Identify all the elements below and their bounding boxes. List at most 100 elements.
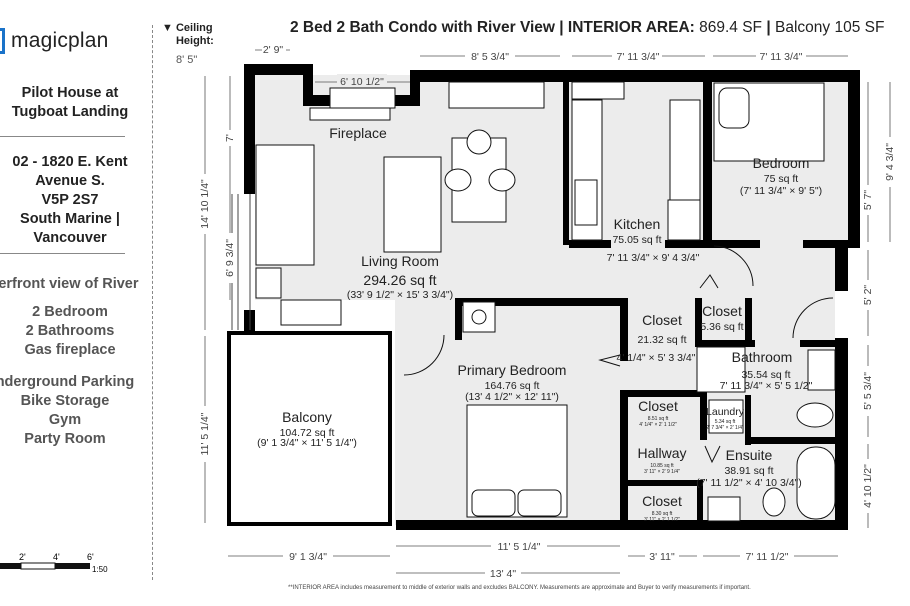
room-label: Living Room <box>361 253 439 269</box>
room-dims: 3' 11" × 2' 1 1/2" <box>644 517 680 523</box>
cabinet <box>255 267 282 299</box>
room-dims: 3' 11" × 2' 9 1/4" <box>644 469 680 475</box>
room-area: 21.32 sq ft <box>637 334 686 346</box>
room-dims: (9' 1 3/4" × 11' 5 1/4") <box>257 437 357 449</box>
nightstand <box>462 301 496 333</box>
dimension-label: 8' 5 3/4" <box>471 51 509 63</box>
toilet-icon <box>796 402 834 428</box>
scale-tick: 4' <box>53 552 60 562</box>
title-sep: | <box>766 19 771 36</box>
room-dims: (13' 4 1/2" × 12' 11") <box>465 391 559 403</box>
scale-tick: 6' <box>87 552 94 562</box>
hearth <box>309 107 391 121</box>
chair-icon <box>466 129 492 155</box>
dimension-label: 6' 9 3/4" <box>224 239 236 277</box>
room-area: 10.85 sq ft <box>650 463 674 469</box>
room-dims: (7' 11 1/2" × 4' 10 3/4") <box>696 477 802 489</box>
room-area: 38.91 sq ft <box>724 465 773 477</box>
amenity: nderground Parking <box>0 374 135 390</box>
sidebar-divider <box>152 25 153 580</box>
dimension-label: 9' 1 3/4" <box>289 551 327 563</box>
room-area: 294.26 sq ft <box>363 272 436 288</box>
room-label: Closet <box>642 493 682 509</box>
sink-icon <box>807 349 836 391</box>
chair-icon <box>488 168 516 192</box>
amenities-list: nderground Parking Bike Storage Gym Part… <box>0 373 145 449</box>
ceiling-label-text: Ceiling Height: <box>175 22 214 47</box>
address-line: 02 - 1820 E. Kent <box>12 154 128 170</box>
bathtub-icon <box>796 446 836 520</box>
balcony-area <box>227 331 392 526</box>
dimension-label: 5' 7" <box>862 190 874 211</box>
dimension-label: 13' 4" <box>490 568 516 580</box>
shower-icon <box>696 346 746 393</box>
room-dims: 4' 1/4" × 2' 1 1/2" <box>639 422 677 428</box>
room-label: Bathroom <box>732 349 793 365</box>
dimension-label: 7' 11 3/4" <box>617 51 660 63</box>
sink-icon <box>574 179 598 226</box>
laundry-machine <box>708 399 744 434</box>
dimension-label: 6' 10 1/2" <box>340 76 384 88</box>
dimension-label: 14' 10 1/4" <box>199 179 211 229</box>
scale-bar: 2' 4' 6' 1:50 <box>0 552 108 574</box>
door-swing <box>403 334 445 376</box>
dimension-label: 3' 11" <box>649 551 675 563</box>
pillow-icon <box>718 87 750 129</box>
divider <box>0 253 125 254</box>
dimension-label: 2' 9" <box>263 44 284 56</box>
dimension-label: 5' 2" <box>862 285 874 306</box>
room-label: Closet <box>642 312 682 328</box>
chair-icon <box>444 168 472 192</box>
room-label: Kitchen <box>614 216 661 232</box>
balcony-area: Balcony 105 SF <box>775 19 885 36</box>
room-dims: 7' 11 3/4" × 9' 4 3/4" <box>607 252 700 264</box>
room-area: 8.30 sq ft <box>652 511 673 517</box>
room-label: Closet <box>638 398 678 414</box>
dimension-label: 9' 4 3/4" <box>884 143 896 181</box>
room-label: Fireplace <box>329 125 387 141</box>
room-label: Bedroom <box>753 155 810 171</box>
title-main: 2 Bed 2 Bath Condo with River View | INT… <box>290 19 695 36</box>
room-area: 35.54 sq ft <box>741 369 790 381</box>
dimension-label: 7' 11 3/4" <box>760 51 803 63</box>
dimension-label: 7' 11 1/2" <box>746 551 789 563</box>
triangle-down-icon: ▼ <box>162 22 173 34</box>
room-area: 104.72 sq ft <box>280 427 335 439</box>
console <box>448 81 545 109</box>
address-line: Avenue S. <box>35 173 105 189</box>
feature: 2 Bedroom <box>32 304 108 320</box>
room-dims: (33' 9 1/2" × 15' 3 3/4") <box>347 289 453 301</box>
room-area: 5.36 sq ft <box>700 321 743 333</box>
door-swing <box>699 274 719 289</box>
room-label: Balcony <box>282 409 332 425</box>
logo-mark-icon <box>0 28 5 54</box>
features-list: 2 Bedroom 2 Bathrooms Gas fireplace <box>0 303 150 360</box>
room-label: Primary Bedroom <box>458 362 567 378</box>
sink-icon <box>707 496 741 522</box>
door-swing <box>598 354 621 367</box>
desk <box>280 299 342 326</box>
room-area: 75.05 sq ft <box>612 234 661 246</box>
footnote: **INTERIOR AREA includes measurement to … <box>288 585 751 591</box>
ceiling-height-label: ▼ Ceiling Height: <box>162 22 226 48</box>
address: 02 - 1820 E. Kent Avenue S. V5P 2S7 Sout… <box>0 153 150 248</box>
logo-text: magicplan <box>11 29 109 52</box>
door-swing <box>713 245 754 287</box>
room-label: Ensuite <box>726 447 773 463</box>
feature: Gas fireplace <box>24 342 116 358</box>
feature: 2 Bathrooms <box>25 323 115 339</box>
interior-area: 869.4 SF <box>699 19 763 36</box>
dimension-label: 11' 5 1/4" <box>498 541 541 553</box>
dimension-label-backgrounds <box>199 130 896 513</box>
door-swing <box>704 445 721 464</box>
dimension-label: 7' <box>224 134 236 142</box>
doors <box>403 245 834 464</box>
page-title: 2 Bed 2 Bath Condo with River View | INT… <box>290 19 884 37</box>
room-label: Laundry <box>706 406 745 418</box>
ceiling-height-value: 8' 5" <box>176 54 198 66</box>
view-text: terfront view of River <box>0 276 139 292</box>
lamp-icon <box>471 309 487 325</box>
room-label: Hallway <box>637 445 686 461</box>
amenity: Gym <box>48 412 82 428</box>
